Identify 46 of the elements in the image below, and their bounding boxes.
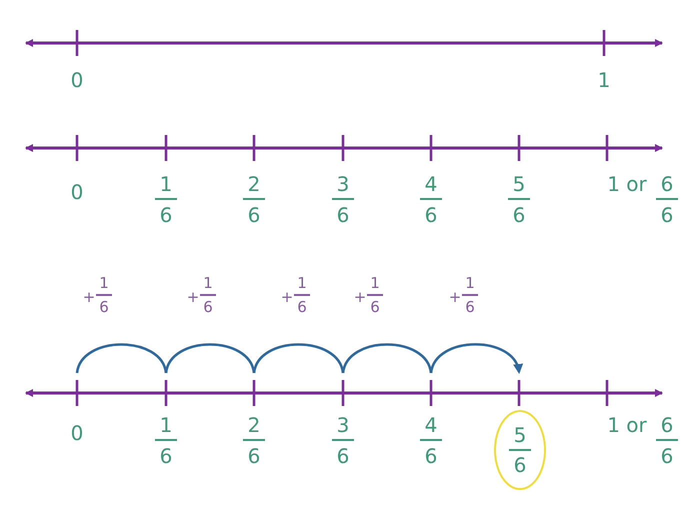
jump-label: 1 (370, 276, 380, 291)
number-label: 5 (514, 425, 526, 445)
jump-label: + (354, 290, 366, 305)
number-label: 6 (336, 205, 350, 225)
number-label: 2 (248, 415, 260, 435)
jump-label: 6 (370, 300, 380, 315)
number-label: 1 (160, 174, 172, 194)
jump-label: 1 (203, 276, 213, 291)
jump-label: 6 (465, 300, 475, 315)
number-label: 1 (160, 415, 172, 435)
jump-label: + (82, 290, 96, 305)
number-label: 6 (160, 446, 172, 466)
number-label: 4 (424, 174, 438, 194)
number-label: 4 (424, 415, 438, 435)
number-label: 6 (248, 205, 260, 225)
number-label: 5 (512, 174, 526, 194)
jump-label: 6 (99, 300, 109, 315)
number-label: 6 (336, 446, 350, 466)
number-label: 0 (70, 423, 84, 443)
number-label: 0 (70, 70, 84, 90)
jump-label: + (280, 290, 294, 305)
number-label: 6 (660, 446, 674, 466)
number-label: 3 (336, 415, 350, 435)
number-label: 6 (248, 446, 260, 466)
number-label: 6 (512, 205, 526, 225)
number-label: 2 (248, 174, 260, 194)
jump-label: 1 (465, 276, 475, 291)
number-label: 6 (424, 446, 438, 466)
number-label: 6 (160, 205, 172, 225)
number-label: 1 or (607, 174, 647, 194)
number-label: 6 (660, 205, 674, 225)
jump-label: 6 (203, 300, 213, 315)
circled-fraction (494, 410, 546, 490)
jump-label: + (186, 290, 200, 305)
jump-label: + (448, 290, 462, 305)
number-label: 3 (336, 174, 350, 194)
number-label: 0 (70, 182, 84, 202)
number-label: 6 (660, 415, 674, 435)
number-label: 1 (598, 70, 610, 90)
number-label: 1 or (607, 415, 647, 435)
number-label: 6 (514, 455, 526, 475)
jump-label: 6 (297, 300, 307, 315)
jump-label: 1 (99, 276, 109, 291)
jump-label: 1 (297, 276, 307, 291)
number-label: 6 (660, 174, 674, 194)
number-label: 6 (424, 205, 438, 225)
